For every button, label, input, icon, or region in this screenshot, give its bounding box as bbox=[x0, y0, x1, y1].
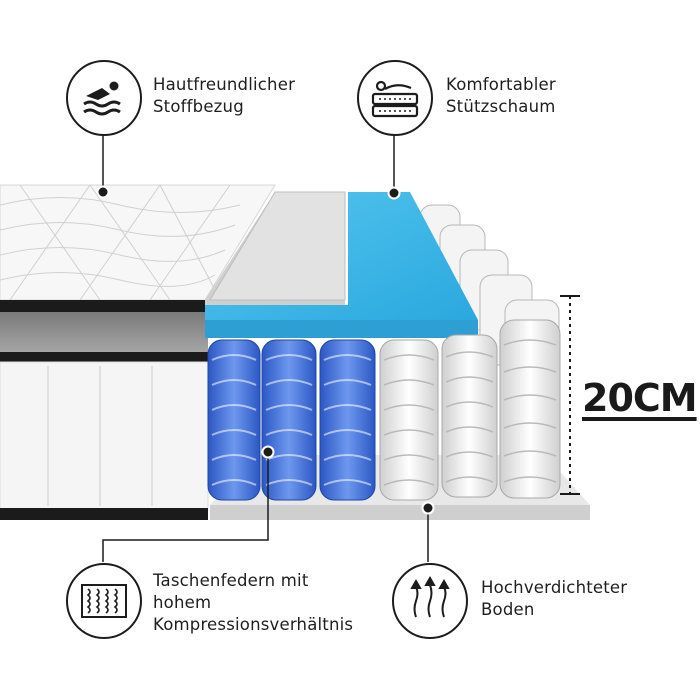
mattress-quilted-top bbox=[0, 184, 276, 301]
cover-layer bbox=[205, 191, 346, 305]
mattress-border-band bbox=[0, 300, 208, 362]
springs-feature-label: Taschenfedern mit hohem Kompressionsverh… bbox=[153, 571, 354, 634]
upward-arrows-icon bbox=[392, 563, 468, 639]
white-spring bbox=[379, 339, 439, 501]
callout-dots bbox=[96, 185, 435, 515]
swimmer-wave-icon bbox=[66, 60, 142, 136]
height-dimension-line bbox=[560, 295, 580, 495]
blue-spring bbox=[319, 339, 376, 501]
callout-lines bbox=[102, 135, 429, 562]
foam-feature-label: Komfortabler Stützschaum bbox=[446, 75, 556, 116]
white-spring bbox=[499, 319, 561, 499]
mattress-side-panel bbox=[0, 361, 209, 520]
body-on-foam-icon bbox=[357, 60, 433, 136]
blue-spring bbox=[261, 339, 317, 501]
white-spring bbox=[441, 334, 498, 498]
foam-layer bbox=[205, 192, 478, 338]
front-spring-row bbox=[207, 319, 561, 501]
blue-spring bbox=[207, 339, 261, 501]
spring-coils-icon bbox=[66, 563, 142, 639]
height-label: 20CM bbox=[582, 376, 698, 420]
base-feature-label: Hochverdichteter Boden bbox=[481, 578, 628, 619]
cover-feature-label: Hautfreundlicher Stoffbezug bbox=[153, 75, 296, 116]
